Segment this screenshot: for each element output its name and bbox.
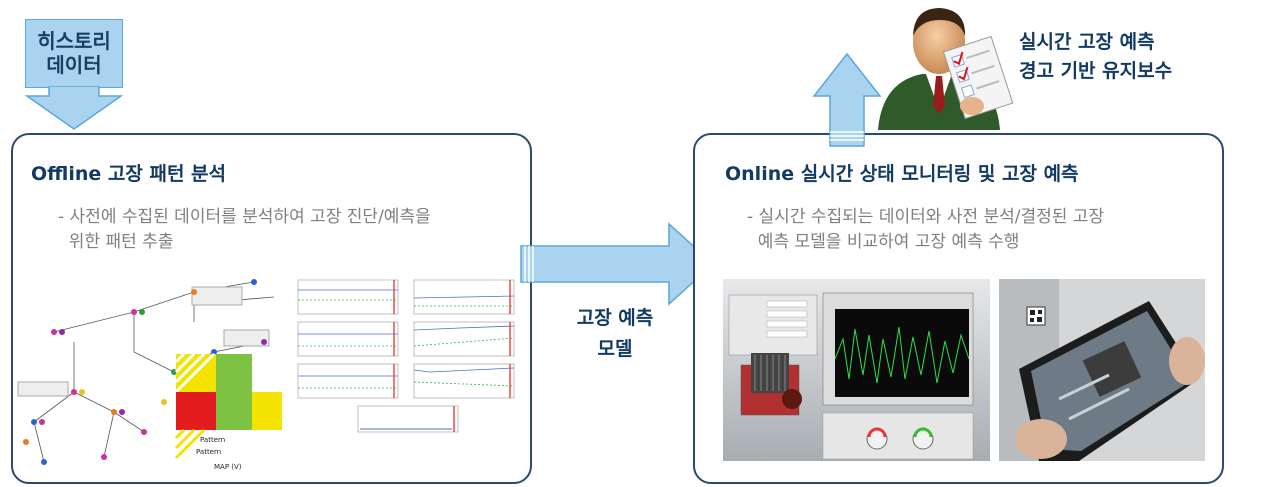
history-box-line2: 데이터: [46, 53, 102, 77]
prediction-model-line1: 고장 예측: [576, 307, 654, 329]
right-caption-line1: 실시간 고장 예측: [1019, 31, 1155, 53]
history-data-box: 히스토리 데이터: [25, 19, 123, 88]
history-box-line1: 히스토리: [37, 29, 111, 53]
businessman-checklist-icon: [878, 8, 1014, 130]
decision-tree-image: Pattern Pattern MAP (V): [17, 279, 282, 471]
offline-panel-desc: - 사전에 수집된 데이터를 분석하여 고장 진단/예측을 위한 패턴 추출: [58, 205, 431, 255]
timeseries-plots-image: [297, 279, 515, 433]
map-axis-label: MAP (V): [214, 463, 242, 471]
tablet-photo-image: [999, 279, 1205, 461]
online-panel-title: Online 실시간 상태 모니터링 및 고장 예측: [725, 163, 1079, 185]
monitoring-screen-image: [723, 279, 990, 461]
right-caption-line2: 경고 기반 유지보수: [1019, 60, 1173, 82]
offline-desc-line1: - 사전에 수집된 데이터를 분석하여 고장 진단/예측을: [58, 207, 431, 227]
pattern-label-b: Pattern: [196, 448, 221, 456]
prediction-model-line2: 모델: [597, 338, 633, 360]
online-desc-line2: 예측 모델을 비교하여 고장 예측 수행: [747, 232, 1020, 252]
right-caption: 실시간 고장 예측 경고 기반 유지보수: [1019, 28, 1172, 86]
online-panel-desc: - 실시간 수집되는 데이터와 사전 분석/결정된 고장 예측 모델을 비교하여…: [747, 205, 1104, 255]
history-down-arrow: [25, 86, 124, 130]
up-arrow: [812, 52, 882, 147]
prediction-model-label: 고장 예측 모델: [550, 303, 680, 365]
pattern-label-a: Pattern: [200, 436, 225, 444]
offline-desc-line2: 위한 패턴 추출: [58, 232, 174, 252]
big-right-arrow: [520, 222, 715, 306]
online-desc-line1: - 실시간 수집되는 데이터와 사전 분석/결정된 고장: [747, 207, 1105, 227]
offline-panel-title: Offline 고장 패턴 분석: [31, 163, 227, 185]
